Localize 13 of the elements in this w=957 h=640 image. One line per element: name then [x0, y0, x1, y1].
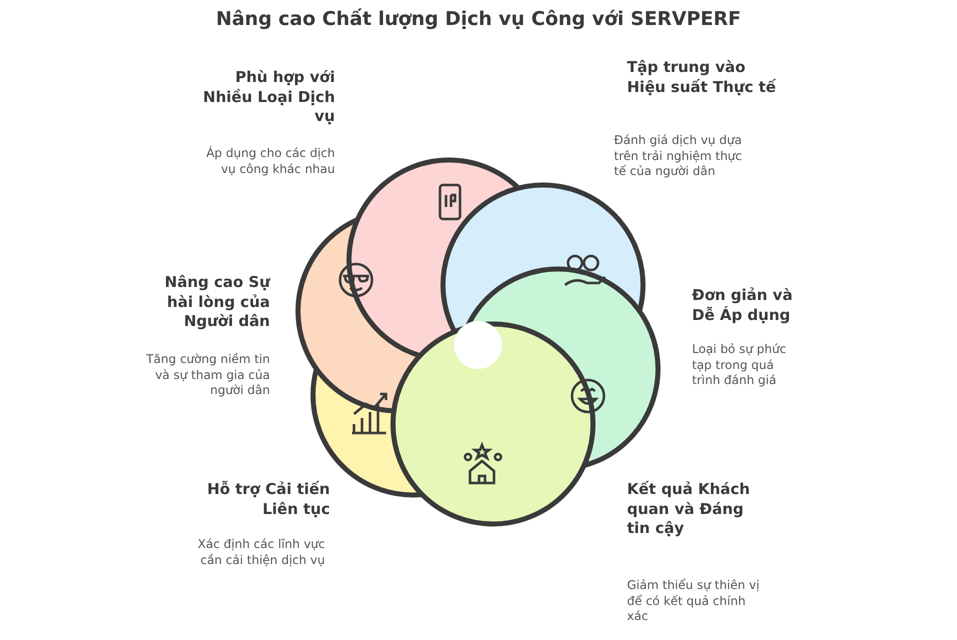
description-text: Xác định các lĩnh vực cần cải thiện dịch vụ [196, 537, 325, 568]
description-text: Giảm thiểu sự thiên vị để có kết quả chính xác [627, 578, 760, 625]
description-text: Đánh giá dịch vụ dựa trên trải nghiệm thực tế của người dân [614, 133, 743, 180]
description-text: Áp dụng cho các dịch vụ công khác nhau [205, 146, 335, 178]
description-text: Loại bỏ sự phức tạp trong quá trình đánh giá [692, 342, 788, 389]
heading-text: Đơn giản và Dễ Áp dụng [692, 286, 794, 325]
description-text: Tăng cường niềm tin và sự tham gia của người dân [145, 352, 270, 399]
heading-text: Nâng cao Sự hài lòng của Người dân [164, 273, 270, 332]
heading-text: Hỗ trợ Cải tiến Liên tục [206, 480, 330, 519]
diagram-title: Nâng cao Chất lượng Dịch vụ Công với SERVPERF [214, 8, 742, 30]
heading-text: Kết quả Khách quan và Đáng tin cậy [627, 480, 751, 538]
heading-text: Tập trung vào Hiệu suất Thực tế [627, 58, 777, 97]
heading-text: Phù hợp với Nhiều Loại Dịch vụ [202, 68, 335, 126]
